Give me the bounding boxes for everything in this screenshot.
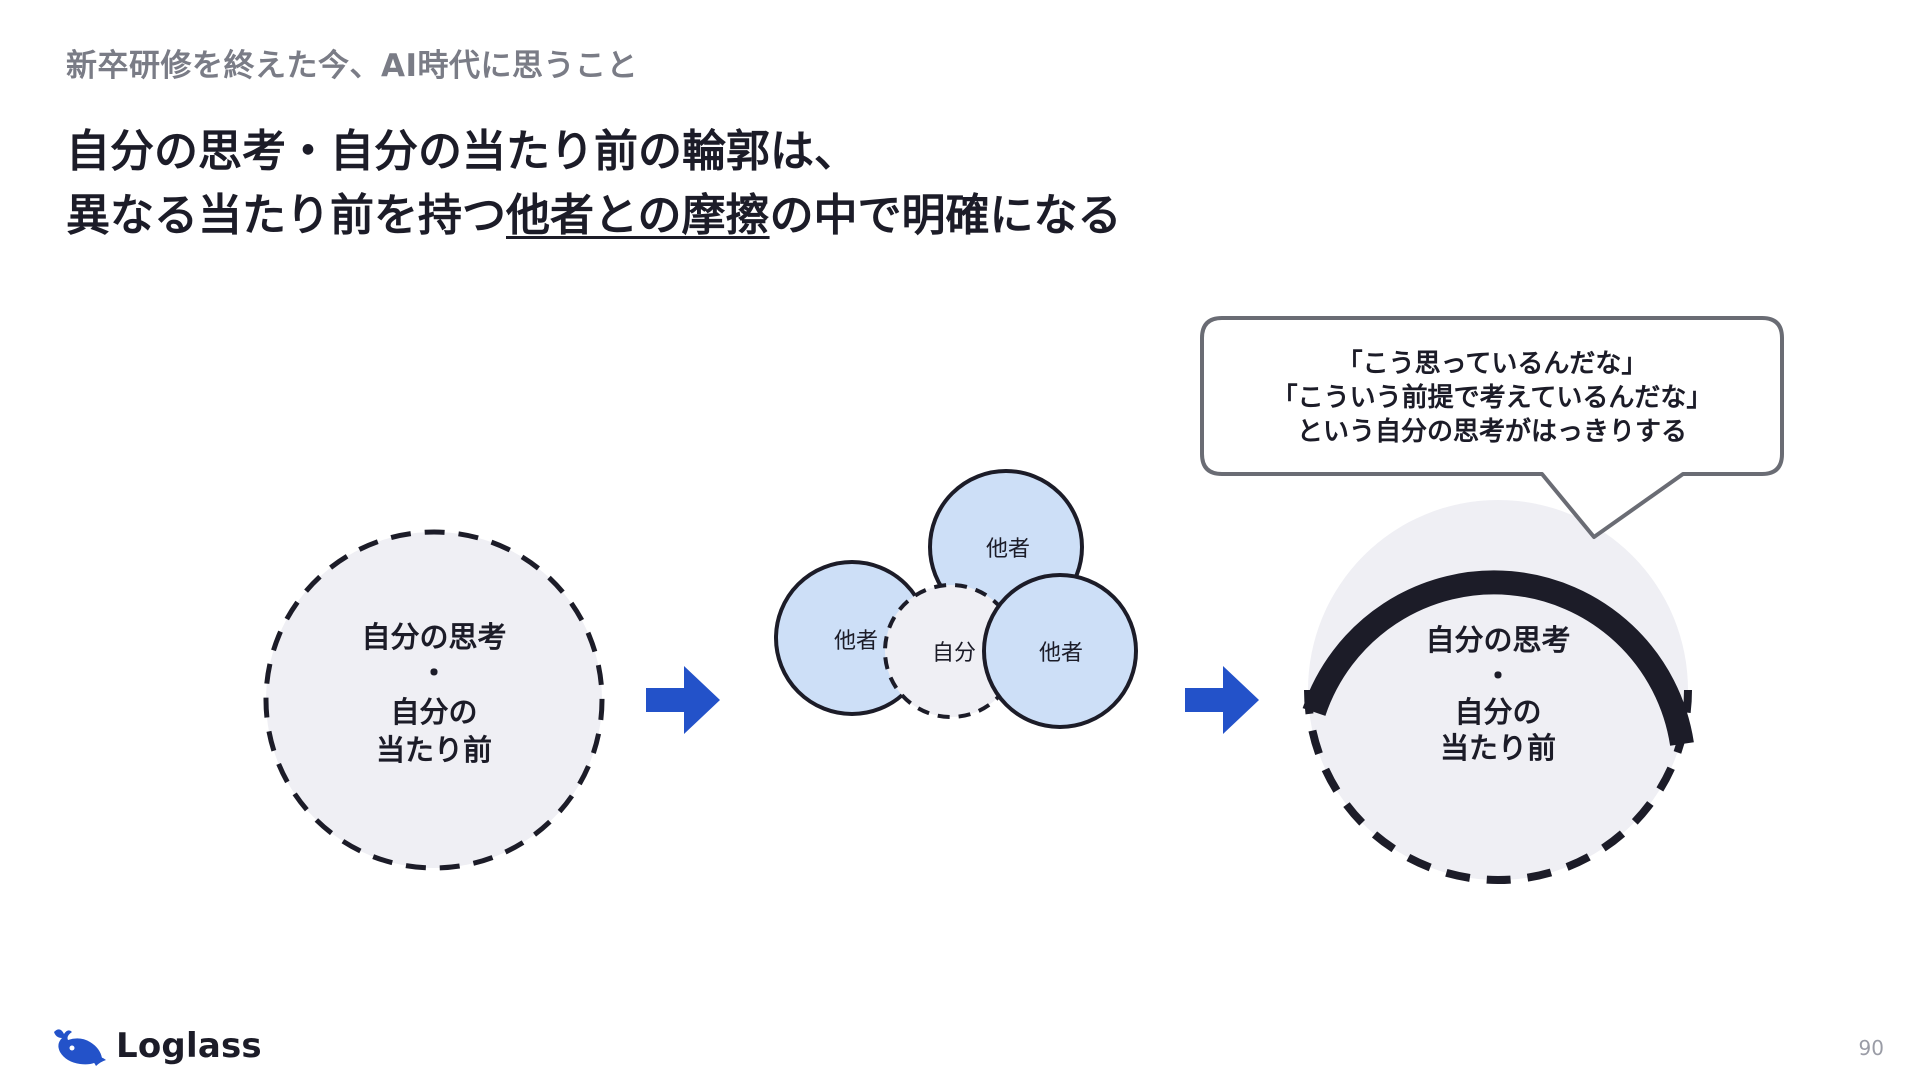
left-circle-line-2: ・ [419, 656, 448, 690]
page-number: 90 [1858, 1036, 1884, 1060]
right-arrow-icon [646, 666, 720, 734]
brand-logo: Loglass [50, 1022, 262, 1070]
other-label-right: 他者 [1039, 641, 1083, 666]
right-arrow-icon [1185, 666, 1259, 734]
whale-icon [54, 1029, 106, 1066]
speech-bubble: 「こう思っているんだな」 「こういう前提で考えているんだな」 という自分の思考が… [1200, 316, 1784, 539]
slide-subtitle: 新卒研修を終えた今、AI時代に思うこと [66, 48, 639, 84]
headline-line-2-end: の中で明確になる [769, 190, 1122, 241]
speech-bubble-shape [1200, 316, 1784, 539]
right-circle-line-3: 自分の [1454, 695, 1541, 729]
middle-cluster: 他者 他者 自分 他者 [774, 469, 1138, 729]
slide-headline: 自分の思考・自分の当たり前の輪郭は、 異なる当たり前を持つ他者との摩擦の中で明確… [66, 120, 1122, 248]
left-self-circle: 自分の思考 ・ 自分の 当たり前 [263, 529, 605, 871]
other-label-top: 他者 [986, 537, 1030, 562]
right-circle-line-2: ・ [1483, 659, 1512, 693]
headline-line-2: 異なる当たり前を持つ他者との摩擦の中で明確になる [66, 184, 1122, 248]
right-circle-line-1: 自分の思考 [1425, 623, 1570, 657]
other-circle-right [982, 573, 1138, 729]
speech-bubble-line-2: 「こういう前提で考えているんだな」 [1272, 382, 1713, 413]
self-label: 自分 [932, 641, 976, 666]
headline-line-1: 自分の思考・自分の当たり前の輪郭は、 [66, 126, 858, 177]
speech-bubble-line-1: 「こう思っているんだな」 [1337, 348, 1648, 379]
right-circle-solid-edge [1302, 570, 1694, 746]
left-circle-line-3: 自分の [390, 695, 477, 729]
right-circle-dashed-edge [1304, 689, 1692, 884]
headline-emphasis: 他者との摩擦 [506, 190, 770, 241]
right-circle-line-4: 当たり前 [1440, 731, 1556, 765]
brand-name: Loglass [116, 1026, 262, 1066]
left-circle-line-4: 当たり前 [376, 733, 492, 767]
other-label-left: 他者 [834, 629, 878, 654]
right-self-circle: 自分の思考 ・ 自分の 当たり前 [1302, 500, 1694, 884]
speech-bubble-line-3: という自分の思考がはっきりする [1297, 416, 1687, 447]
headline-line-2-start: 異なる当たり前を持つ [66, 190, 506, 241]
left-circle-line-1: 自分の思考 [361, 620, 506, 654]
